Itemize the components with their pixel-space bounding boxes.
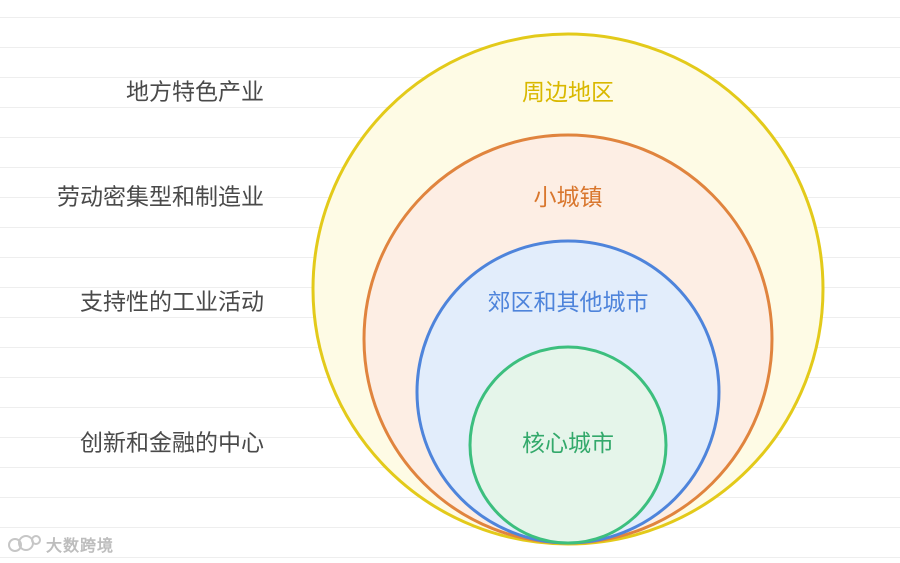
- left-label-innovation-finance: 创新和金融的中心: [80, 430, 264, 457]
- left-label-local-industries: 地方特色产业: [126, 79, 264, 106]
- left-label-supporting-industry: 支持性的工业活动: [80, 289, 264, 316]
- guide-line: [0, 557, 900, 558]
- guide-line: [0, 17, 900, 18]
- ring-label-small-towns: 小城镇: [534, 185, 603, 211]
- inner-circle-core-city: [468, 345, 668, 545]
- watermark: 大数跨境: [8, 531, 114, 557]
- watermark-text: 大数跨境: [46, 536, 115, 555]
- ring-label-suburbs: 郊区和其他城市: [488, 290, 649, 316]
- ring-label-core-city: 核心城市: [522, 431, 614, 457]
- ring-label-peripheral-region: 周边地区: [522, 80, 614, 106]
- guide-line: [0, 47, 900, 48]
- watermark-logo-icon: [8, 535, 41, 552]
- guide-line: [0, 527, 900, 528]
- left-label-labor-manufacturing: 劳动密集型和制造业: [57, 184, 264, 211]
